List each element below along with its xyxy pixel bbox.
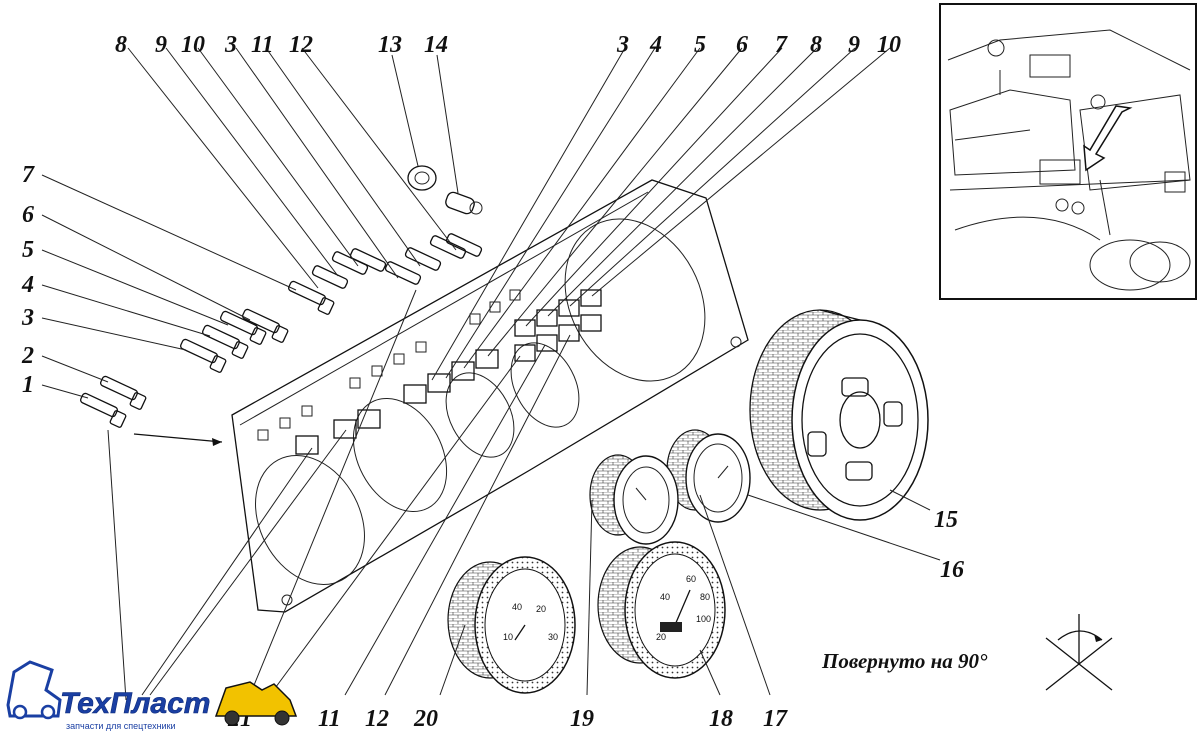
callout-10-right: 10 [877, 32, 901, 58]
gauge-18-tick-4: 80 [700, 592, 710, 602]
callout-3-right: 3 [616, 32, 629, 58]
gauge-18-tick-1: 20 [656, 632, 666, 642]
lamp-socket-7 [288, 280, 335, 315]
gauge-18-tick-3: 60 [686, 574, 696, 584]
lamp-socket-5 [220, 310, 267, 345]
callout-5-left: 5 [22, 237, 34, 263]
part-14-bulb [445, 191, 483, 215]
callout-10-top: 10 [181, 32, 205, 58]
callout-8-right: 8 [810, 32, 822, 58]
gauge-18-tick-5: 100 [696, 614, 711, 624]
callout-17: 17 [763, 706, 788, 732]
lamp-socket-3 [180, 338, 227, 373]
callout-18: 18 [709, 706, 733, 732]
callout-11-bottom: 11 [318, 706, 341, 732]
callout-6-right: 6 [736, 32, 748, 58]
panel-switches [295, 289, 602, 455]
rotation-note-text: Повернуто на 90° [821, 649, 988, 673]
instrument-panel [231, 179, 749, 613]
gauge-15 [749, 309, 929, 521]
logo-name: ТехПласт [60, 687, 210, 720]
gauge-20: 10 20 30 40 [447, 556, 576, 694]
callout-15: 15 [934, 507, 958, 533]
callout-6-left: 6 [22, 202, 34, 228]
rotation-symbol-icon [1045, 614, 1113, 691]
logo-tagline: запчасти для спецтехники [66, 721, 176, 731]
gauge-19 [589, 454, 679, 545]
inset-cab-view [939, 3, 1197, 300]
lamp-socket-1 [80, 392, 127, 428]
callout-2-left: 2 [21, 343, 34, 369]
callout-14: 14 [424, 32, 448, 58]
callout-7-left: 7 [22, 162, 35, 188]
callout-19: 19 [570, 706, 594, 732]
callout-12-bottom: 12 [365, 706, 389, 732]
callout-9-top: 9 [155, 32, 167, 58]
lamp-socket-4 [202, 324, 249, 359]
lamp-socket-2 [100, 375, 147, 410]
gauge-18: 20 40 60 80 100 [597, 541, 726, 679]
callout-3-left: 3 [21, 305, 34, 331]
callout-20: 20 [413, 706, 438, 732]
leader-lines [41, 47, 941, 701]
callout-13: 13 [378, 32, 402, 58]
callout-11-top: 11 [251, 32, 274, 58]
callout-1-left: 1 [22, 372, 34, 398]
callout-12-top: 12 [289, 32, 313, 58]
gauge-16 [666, 429, 751, 523]
callout-16: 16 [940, 557, 964, 583]
rotation-note: Повернуто на 90° [821, 614, 1113, 691]
panel-windows [257, 289, 521, 441]
lamp-socket-6 [242, 308, 289, 343]
callout-5-right: 5 [694, 32, 706, 58]
callout-3-top: 3 [224, 32, 237, 58]
gauge-20-tick-3: 30 [548, 632, 558, 642]
callout-9-right: 9 [848, 32, 860, 58]
loader-icon-right [214, 681, 298, 726]
callout-4-right: 4 [649, 32, 662, 58]
callout-labels: 8 9 10 3 11 12 13 14 3 4 5 6 7 8 9 10 7 … [21, 32, 964, 732]
gauge-20-tick-1: 10 [503, 632, 513, 642]
callout-4-left: 4 [21, 272, 34, 298]
callout-8-top: 8 [115, 32, 127, 58]
gauge-18-tick-2: 40 [660, 592, 670, 602]
excavator-icon-left [6, 660, 62, 720]
gauge-20-tick-2: 20 [536, 604, 546, 614]
part-13-bulb-holder [407, 165, 437, 191]
gauge-20-tick-4: 40 [512, 602, 522, 612]
callout-7-right: 7 [775, 32, 788, 58]
lamp-sockets-left [80, 280, 335, 428]
techplast-logo: ТехПласт запчасти для спецтехники [6, 660, 298, 731]
